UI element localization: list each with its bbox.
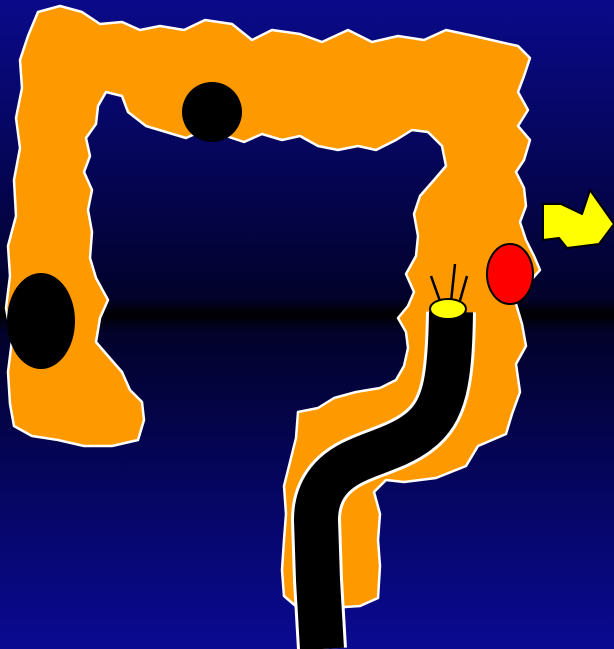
lesion-target-red [486, 243, 534, 305]
lesion-ascending [7, 273, 75, 369]
pointer-arrow-icon [542, 189, 614, 249]
scope-tip [429, 298, 467, 320]
lesion-transverse [182, 82, 242, 142]
endoscope-body-inner [294, 311, 473, 649]
